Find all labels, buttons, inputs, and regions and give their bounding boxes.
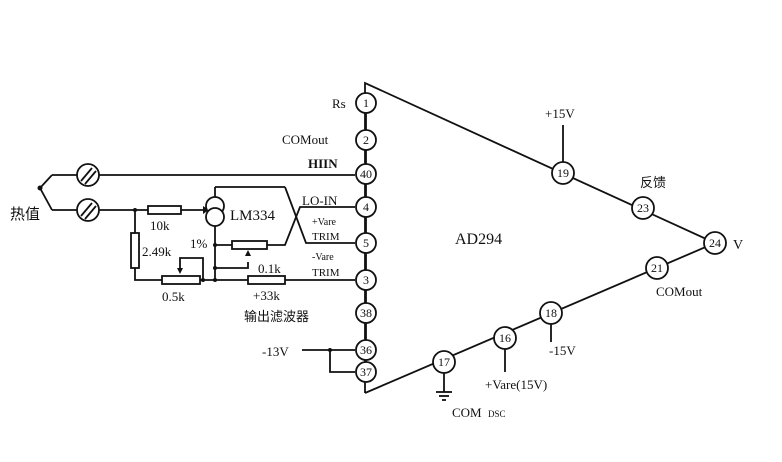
pin-17: 17 bbox=[432, 350, 456, 374]
label-feedback: 反馈 bbox=[640, 175, 666, 190]
label-plus-vare-15v: +Vare(15V) bbox=[485, 377, 547, 392]
thermocouple-label: 热值 bbox=[10, 206, 40, 223]
label-comout-left: COMout bbox=[282, 132, 329, 147]
label-0-1k: 0.1k bbox=[258, 261, 281, 276]
trim-potentiometer bbox=[231, 240, 268, 250]
pin-40: 40 bbox=[355, 163, 377, 185]
svg-text:16: 16 bbox=[499, 331, 511, 345]
pin-5: 5 bbox=[355, 232, 377, 254]
label-minus-15v: -15V bbox=[549, 343, 576, 358]
svg-text:3: 3 bbox=[363, 273, 369, 287]
svg-text:40: 40 bbox=[360, 167, 372, 181]
label-trim-2: TRIM bbox=[312, 267, 340, 279]
resistor-10k bbox=[147, 205, 182, 215]
label-trim-1: TRIM bbox=[312, 231, 340, 243]
label-minus-13v: -13V bbox=[262, 344, 289, 359]
svg-text:38: 38 bbox=[360, 306, 372, 320]
pin-24: 24 bbox=[703, 231, 727, 255]
pin-21: 21 bbox=[645, 256, 669, 280]
lm334-current-source bbox=[205, 186, 355, 280]
label-plus-vare: +Vare bbox=[312, 217, 337, 228]
svg-text:36: 36 bbox=[360, 343, 372, 357]
svg-text:21: 21 bbox=[651, 261, 663, 275]
label-10k: 10k bbox=[150, 218, 170, 233]
label-plus-15v: +15V bbox=[545, 106, 575, 121]
svg-text:17: 17 bbox=[438, 355, 450, 369]
resistor-2-49k bbox=[130, 232, 140, 269]
connector-bottom bbox=[76, 198, 100, 222]
label-dsc: DSC bbox=[488, 409, 506, 419]
label-rs: Rs bbox=[332, 96, 346, 111]
label-lo-in: LO-IN bbox=[302, 193, 338, 208]
label-1-percent: 1% bbox=[190, 236, 208, 251]
pin-2: 2 bbox=[355, 129, 377, 151]
pin-19: 19 bbox=[551, 161, 575, 185]
chip-name: AD294 bbox=[455, 231, 502, 248]
svg-text:23: 23 bbox=[637, 201, 649, 215]
svg-text:1: 1 bbox=[363, 96, 369, 110]
svg-text:37: 37 bbox=[360, 365, 372, 379]
pin-37: 37 bbox=[355, 361, 377, 383]
pin-3: 3 bbox=[355, 269, 377, 291]
label-lm334: LM334 bbox=[230, 208, 276, 224]
ad294-body bbox=[364, 81, 718, 394]
ground-icon bbox=[436, 373, 452, 401]
pin-1: 1 bbox=[355, 92, 377, 114]
svg-text:18: 18 bbox=[545, 306, 557, 320]
output-filter-label: 输出滤波器 bbox=[244, 309, 309, 324]
connector-top bbox=[76, 163, 100, 187]
pin-23: 23 bbox=[631, 196, 655, 220]
label-2-49k: 2.49k bbox=[142, 244, 172, 259]
potentiometer-0-5k bbox=[161, 275, 201, 285]
label-0-5k: 0.5k bbox=[162, 289, 185, 304]
pin-18: 18 bbox=[539, 301, 563, 325]
label-v-out: V bbox=[733, 238, 743, 253]
svg-text:4: 4 bbox=[363, 200, 369, 214]
svg-text:19: 19 bbox=[557, 166, 569, 180]
resistor-0-1k bbox=[247, 275, 286, 285]
svg-text:24: 24 bbox=[709, 236, 721, 250]
pin-36: 36 bbox=[355, 339, 377, 361]
label-minus-vare: -Vare bbox=[312, 252, 334, 263]
thermocouple: 热值 bbox=[10, 163, 355, 223]
pin-38: 38 bbox=[355, 302, 377, 324]
label-33k: +33k bbox=[253, 288, 280, 303]
svg-text:5: 5 bbox=[363, 236, 369, 250]
label-comout-right: COMout bbox=[656, 284, 703, 299]
label-com: COM bbox=[452, 405, 482, 420]
svg-text:2: 2 bbox=[363, 133, 369, 147]
pin-16: 16 bbox=[493, 326, 517, 350]
label-hiin: HIIN bbox=[308, 156, 338, 171]
pin-4: 4 bbox=[355, 196, 377, 218]
